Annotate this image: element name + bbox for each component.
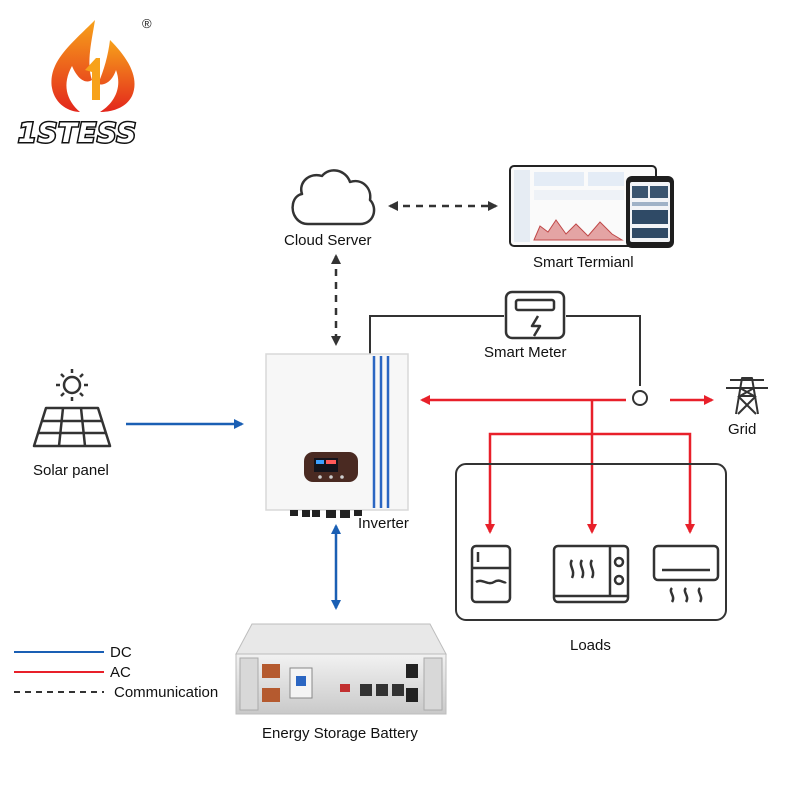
meter-wire-right <box>566 315 641 386</box>
smart-meter-label: Smart Meter <box>484 344 567 361</box>
fridge-icon <box>470 544 512 604</box>
ct-sensor-icon <box>632 390 648 406</box>
dashboard-devices-icon <box>509 165 674 248</box>
solar-panel-icon <box>32 406 112 448</box>
legend-ac-label: AC <box>110 664 131 681</box>
battery-rack-icon <box>235 623 447 715</box>
smart-terminal-label: Smart Termianl <box>533 254 634 271</box>
logo-flame-icon <box>51 20 135 112</box>
battery-label: Energy Storage Battery <box>262 725 418 742</box>
loads-label: Loads <box>570 637 611 654</box>
meter-icon <box>504 290 566 340</box>
ac-loads-branch <box>488 432 692 532</box>
grid-label: Grid <box>728 421 757 438</box>
inverter-icon <box>265 353 409 518</box>
registered-mark: ® <box>142 16 152 31</box>
legend-dc-label: DC <box>110 644 132 661</box>
loads-box <box>455 463 727 621</box>
solar-panel-label: Solar panel <box>33 462 109 479</box>
inverter-label: Inverter <box>358 515 409 532</box>
air-conditioner-icon <box>652 544 720 603</box>
meter-wire-left <box>369 315 504 360</box>
brand-logo-text: 1STESS <box>16 117 138 151</box>
transmission-tower-icon <box>726 377 768 415</box>
legend-communication-label: Communication <box>114 684 219 701</box>
cloud-icon <box>291 169 376 226</box>
oven-icon <box>552 544 630 604</box>
sun-icon <box>56 369 88 401</box>
cloud-server-label: Cloud Server <box>284 232 372 249</box>
